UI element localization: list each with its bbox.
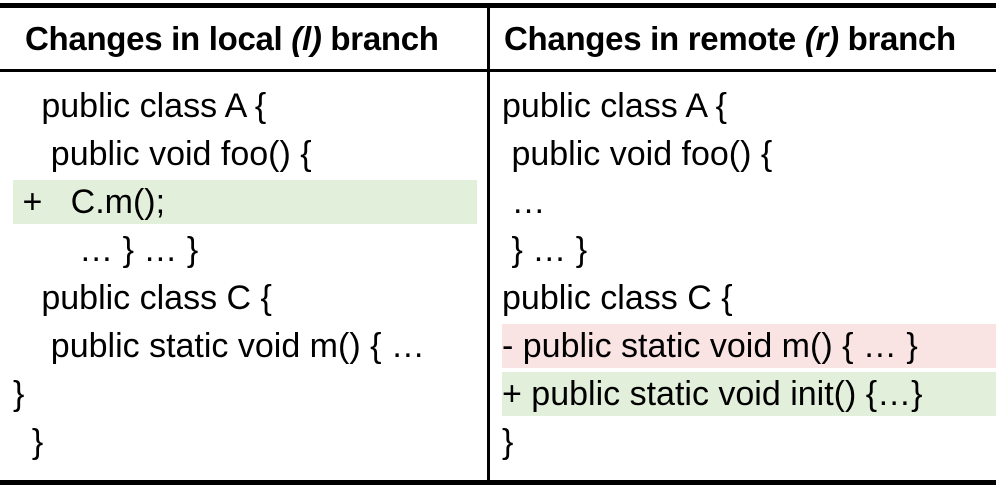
local-branch-variable: (l) [291,19,322,57]
local-code-line-1: public class A { [13,87,267,125]
local-code-line-2: public void foo() { [13,135,312,173]
local-branch-code: public class A { public void foo() { + C… [13,82,477,466]
column-divider-line [487,3,490,485]
local-branch-header: Changes in local (l) branch [0,8,487,69]
table-bottom-border [0,480,996,485]
local-code-line-6: public static void m() { … [13,327,425,365]
local-code-line-5: public class C { [13,279,272,317]
remote-branch-header: Changes in remote (r) branch [490,8,996,69]
remote-header-text: Changes in remote (r) branch [504,19,956,57]
remote-code-line-5: public class C { [502,279,733,317]
local-code-line-3-added: + C.m(); [13,178,477,226]
remote-code-line-6-removed: - public static void m() { … } [502,322,996,370]
remote-code-line-2: public void foo() { [502,135,773,173]
remote-branch-variable: (r) [804,19,839,57]
remote-code-line-3: … [502,183,546,221]
remote-branch-code: public class A { public void foo() { … }… [502,82,996,466]
remote-code-line-7-added: + public static void init() {…} [502,370,996,418]
local-code-line-8: } [13,423,44,461]
local-code-line-4: … } … } [13,231,199,269]
remote-code-line-8: } [502,423,514,461]
local-header-text: Changes in local (l) branch [25,19,439,57]
header-separator-line [0,69,996,72]
local-code-line-7: } [13,375,25,413]
remote-code-line-1: public class A { [502,87,727,125]
remote-code-line-4: } … } [502,231,588,269]
table-top-border [0,3,996,8]
